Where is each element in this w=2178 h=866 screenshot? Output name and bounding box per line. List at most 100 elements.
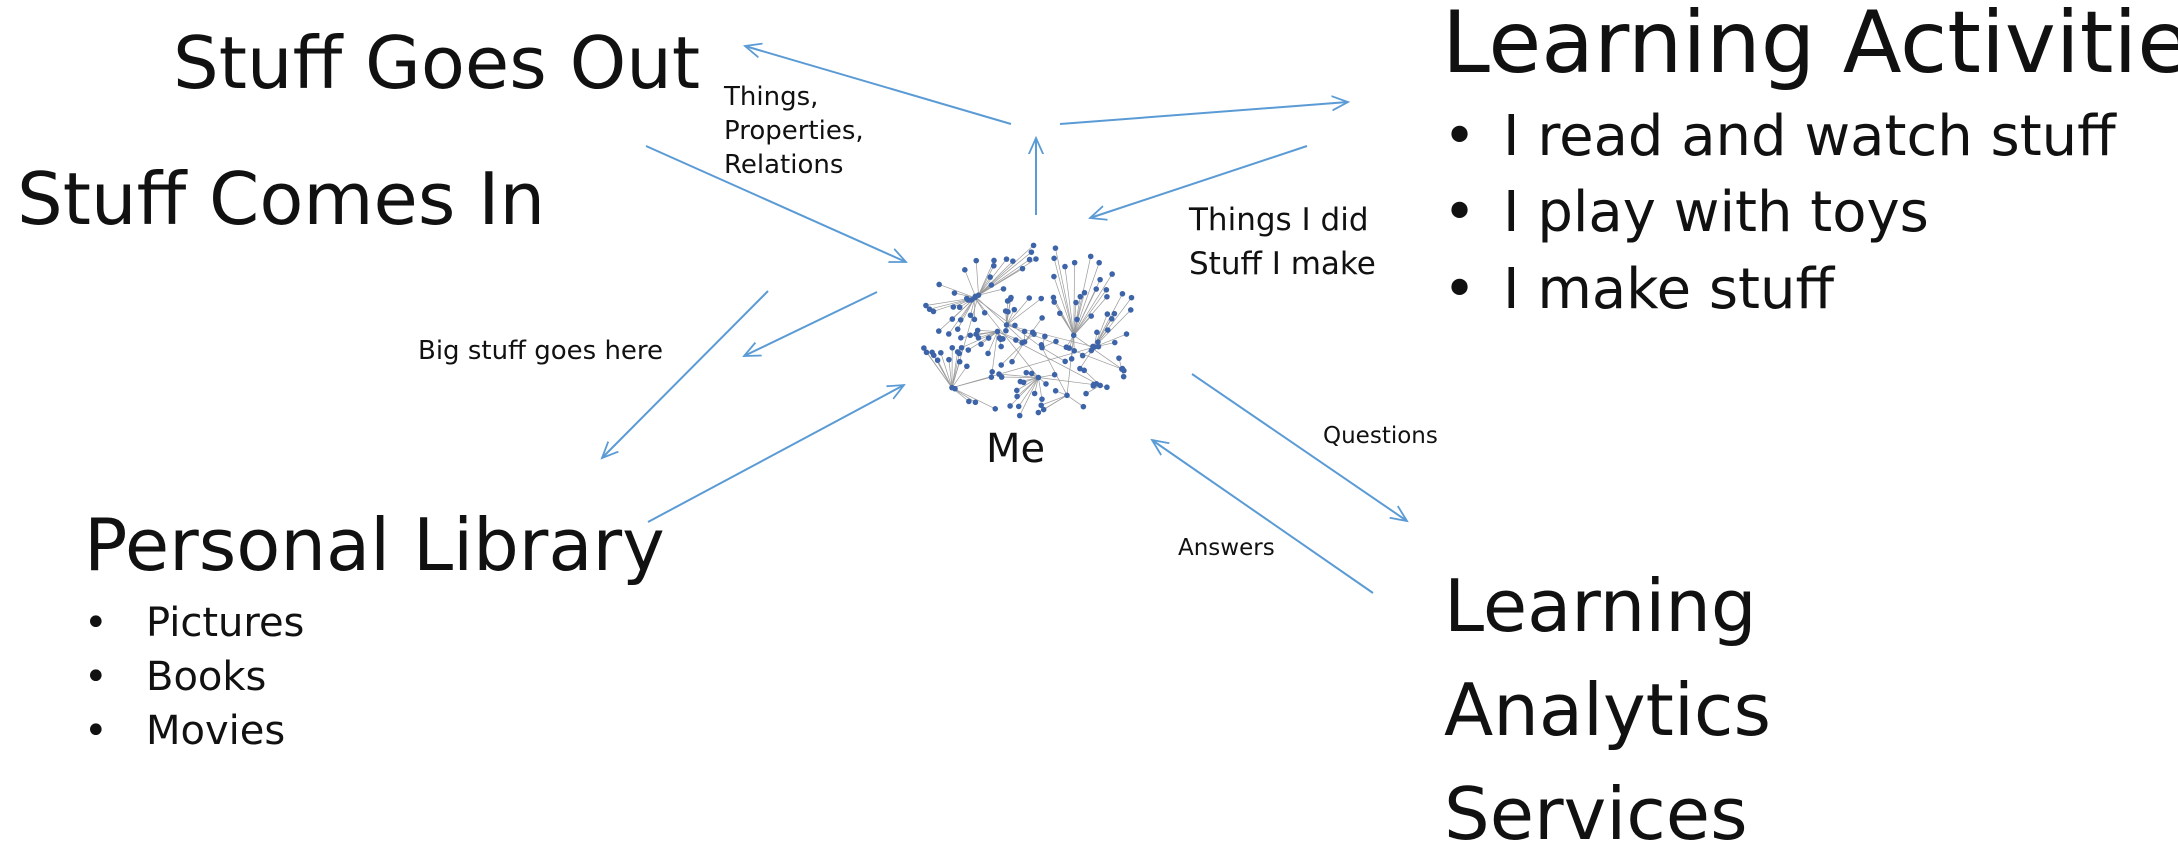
network-node [1039, 342, 1045, 348]
network-node [1014, 394, 1020, 400]
network-node [1104, 287, 1110, 293]
network-node [1082, 290, 1088, 296]
network-node [1064, 392, 1070, 398]
network-node [946, 331, 952, 337]
network-node [1093, 286, 1099, 292]
network-node [946, 357, 952, 363]
network-node [998, 344, 1004, 350]
network-node [964, 363, 970, 369]
network-node [1112, 340, 1118, 346]
network-node [1112, 311, 1118, 317]
network-node [1027, 257, 1033, 263]
network-node [991, 263, 997, 269]
network-node [967, 332, 973, 338]
network-node [957, 359, 963, 365]
network-node [1031, 331, 1037, 337]
learning-activity-item: I read and watch stuff [1443, 105, 2116, 169]
network-node [958, 317, 964, 323]
network-node [1014, 388, 1020, 394]
network-node [962, 267, 968, 273]
network-node [1073, 300, 1079, 306]
network-node [1072, 260, 1078, 266]
network-node [976, 292, 982, 298]
network-node [1124, 331, 1130, 337]
network-node [972, 317, 978, 323]
network-node [1071, 332, 1077, 338]
network-node [1038, 296, 1044, 302]
network-node [1001, 286, 1007, 292]
network-node [1032, 391, 1038, 397]
network-node [1051, 274, 1057, 280]
network-node [1090, 344, 1096, 350]
network-node [936, 328, 942, 334]
network-node [1011, 307, 1017, 313]
network-node [998, 337, 1004, 343]
learning-analytics-services-heading: Learning Analytics Services [1444, 554, 1771, 866]
network-node [1080, 353, 1086, 359]
network-node [1036, 410, 1042, 416]
network-node [998, 362, 1004, 368]
network-node [952, 386, 958, 392]
network-node [989, 369, 995, 375]
network-node [986, 335, 992, 341]
network-node [1083, 391, 1089, 397]
network-node [1105, 327, 1111, 333]
network-node [1026, 295, 1032, 301]
network-node [966, 399, 972, 405]
network-node [1022, 329, 1028, 335]
big-stuff-label: Big stuff goes here [418, 337, 663, 367]
network-node [982, 310, 988, 316]
network-node [1012, 323, 1018, 329]
network-node [1053, 388, 1059, 394]
network-node [1051, 295, 1057, 301]
network-node [973, 258, 979, 264]
network-node [1121, 374, 1127, 380]
network-node [1116, 355, 1122, 361]
network-node [1039, 315, 1045, 321]
network-node [1009, 359, 1015, 365]
network-node [1039, 396, 1045, 402]
me-label: Me [986, 426, 1045, 472]
network-node [1088, 254, 1094, 260]
network-node [1128, 307, 1134, 313]
personal-library-heading: Personal Library [84, 504, 665, 587]
network-node [991, 258, 997, 264]
network-node [1120, 291, 1126, 297]
network-node [955, 326, 961, 332]
network-node [1062, 264, 1068, 270]
network-node [964, 296, 970, 302]
network-node [978, 341, 984, 347]
network-node [1104, 384, 1110, 390]
network-node [1053, 339, 1059, 345]
network-node [992, 406, 998, 412]
network-node [936, 282, 942, 288]
network-node [968, 312, 974, 318]
network-node [1109, 316, 1115, 322]
network-node [1031, 243, 1037, 249]
network-node [959, 345, 965, 351]
network-node [1057, 310, 1063, 316]
network-node [957, 304, 963, 310]
network-node [1038, 402, 1044, 408]
network-node [1004, 322, 1010, 328]
network-node [1008, 295, 1014, 301]
network-node [1042, 333, 1048, 339]
network-node [1033, 256, 1039, 262]
learning-activity-item: I make stuff [1443, 258, 2116, 322]
network-node [1081, 404, 1087, 410]
network-node [1062, 359, 1068, 365]
network-node [931, 353, 937, 359]
network-node [958, 335, 964, 341]
network-node [1052, 372, 1058, 378]
library-item: Pictures [84, 600, 304, 646]
learning-activities-heading: Learning Activities [1442, 0, 2178, 93]
network-node [950, 316, 956, 322]
network-node [1007, 403, 1013, 409]
library-item: Movies [84, 708, 304, 754]
network-node [921, 345, 927, 351]
network-node [1104, 294, 1110, 300]
stuff-goes-out-heading: Stuff Goes Out [173, 22, 700, 105]
network-node [1095, 339, 1101, 345]
network-node [1023, 370, 1029, 376]
network-node [1003, 328, 1009, 334]
